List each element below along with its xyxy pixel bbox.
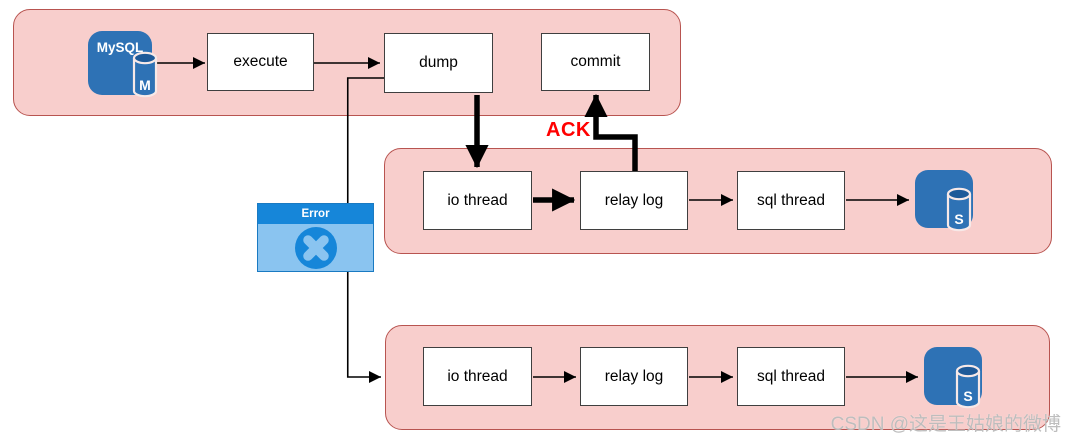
- io-thread-box-2: io thread: [423, 347, 532, 406]
- error-card-title: Error: [258, 204, 373, 224]
- relay-log-label-1: relay log: [604, 191, 664, 209]
- relay-log-box-1: relay log: [580, 171, 688, 230]
- slave-db-letter-1: S: [954, 211, 963, 227]
- mysql-brand-label: MySQL: [97, 40, 144, 55]
- relay-log-label-2: relay log: [604, 367, 664, 385]
- dump-label: dump: [419, 54, 458, 71]
- error-card: Error: [257, 203, 374, 272]
- watermark: CSDN @这是王姑娘的微博: [830, 414, 1061, 435]
- relay-log-box-2: relay log: [580, 347, 688, 406]
- io-thread-box-1: io thread: [423, 171, 532, 230]
- slave-db-icon-2: S: [924, 347, 982, 409]
- io-thread-label-2: io thread: [447, 367, 508, 385]
- sql-thread-label-2: sql thread: [756, 367, 826, 385]
- sql-thread-label-1: sql thread: [756, 191, 826, 209]
- sql-thread-box-1: sql thread: [737, 171, 845, 230]
- commit-box: commit: [541, 33, 650, 91]
- error-x-icon: [294, 226, 337, 269]
- mysql-master-icon: MySQL M: [88, 31, 158, 98]
- execute-box: execute: [207, 33, 314, 91]
- ack-label: ACK: [546, 119, 591, 141]
- slave-db-letter-2: S: [963, 388, 972, 404]
- slave-db-icon-1: S: [915, 170, 973, 232]
- io-thread-label-1: io thread: [447, 191, 508, 209]
- execute-label: execute: [233, 53, 288, 70]
- dump-box: dump: [384, 33, 493, 93]
- commit-label: commit: [570, 53, 621, 70]
- sql-thread-box-2: sql thread: [737, 347, 845, 406]
- mysql-db-letter: M: [139, 77, 151, 93]
